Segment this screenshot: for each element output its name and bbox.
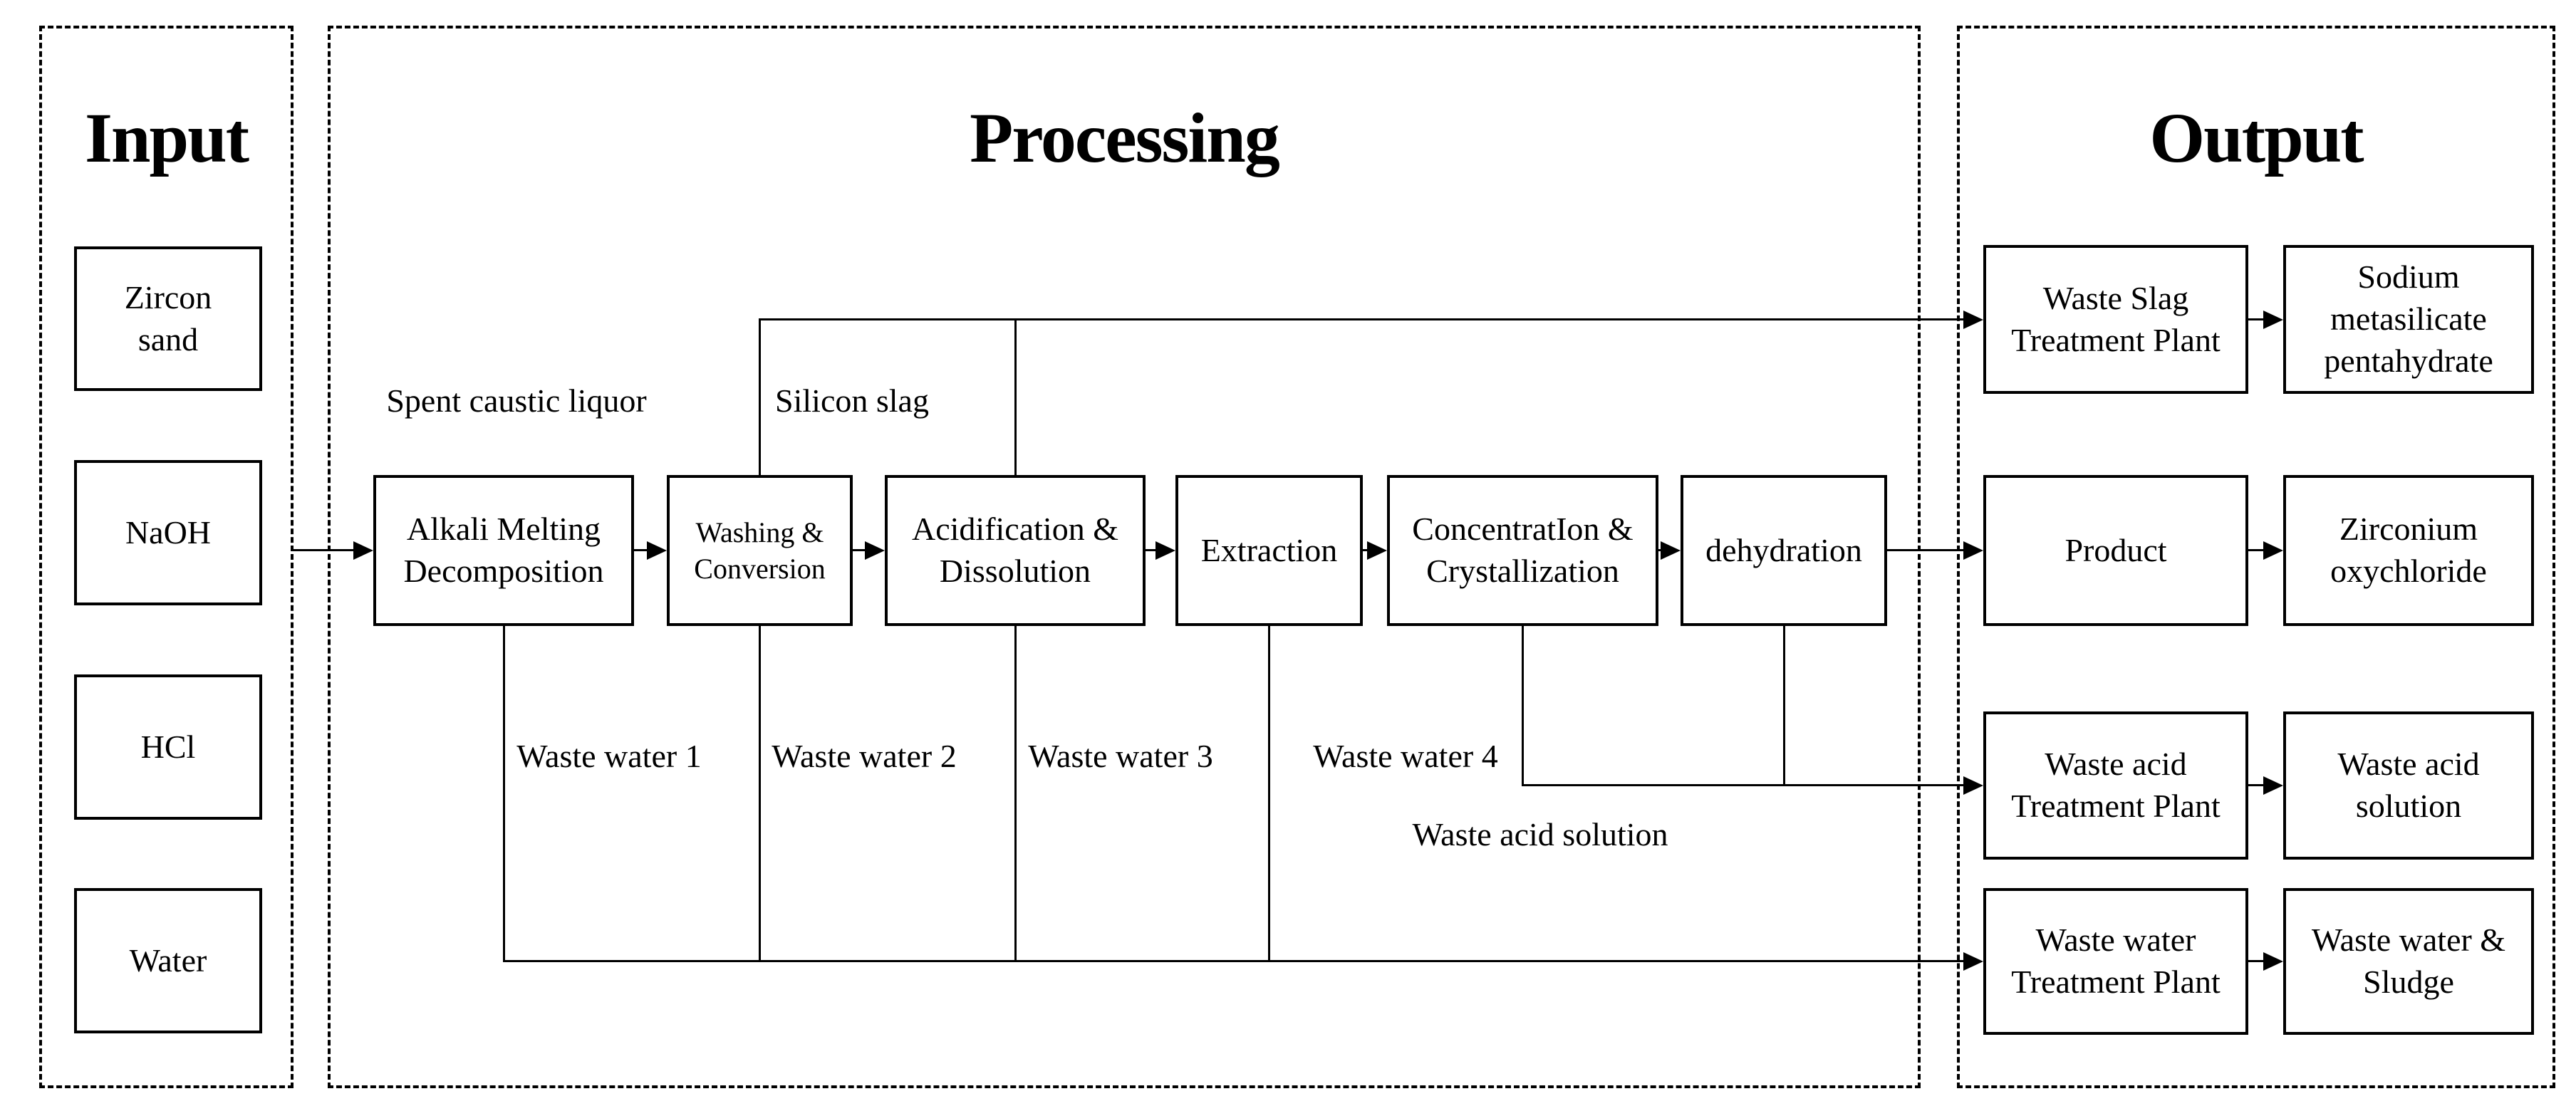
process-node-acidification-dissolution: Acidification & Dissolution: [885, 475, 1146, 626]
input-node-water: Water: [74, 888, 262, 1033]
flow-line-dehydration-to-product: [1887, 549, 1965, 551]
input-node-label: Water: [129, 942, 207, 979]
stream-label-waste-water-4: Waste water 4: [1313, 738, 1498, 774]
flow-line-input-feed: [292, 549, 355, 551]
flow-line-extraction-to-concentration: [1363, 549, 1368, 551]
output-section: Output: [1957, 26, 2555, 1088]
flow-line-washing-to-acidification: [853, 549, 867, 551]
arrowhead-product-to-result: [2263, 541, 2283, 560]
flow-line-acidification-slag-riser: [1014, 318, 1017, 475]
process-node-concentration-crystallization: ConcentratIon & Crystallization: [1387, 475, 1658, 626]
stream-label-spent-caustic-liquor: Spent caustic liquor: [386, 382, 647, 419]
flow-line-product-to-result: [2248, 549, 2264, 551]
output-node-label: Product: [2065, 531, 2167, 568]
arrowhead-slag-plant-to-result: [2263, 311, 2283, 329]
output-node-waste-water-treatment-plant: Waste water Treatment Plant: [1983, 888, 2248, 1035]
output-node-label: Waste water & Sludge: [2311, 922, 2506, 1000]
flow-line-alkali-water-drop: [503, 626, 505, 962]
output-node-label: Waste acid solution: [2337, 746, 2480, 824]
stream-label-waste-acid-solution: Waste acid solution: [1412, 816, 1668, 852]
arrowhead-washing-to-acidification: [865, 541, 885, 560]
flow-line-washing-water-drop: [759, 626, 761, 962]
input-node-naoh: NaOH: [74, 460, 262, 605]
output-node-waste-acid-solution: Waste acid solution: [2283, 711, 2534, 860]
flow-line-acid-plant-to-result: [2248, 784, 2264, 786]
process-node-label: Washing & Conversion: [694, 516, 826, 585]
stream-label-waste-water-3: Waste water 3: [1028, 738, 1213, 774]
stream-label-silicon-slag: Silicon slag: [775, 382, 929, 419]
input-node-label: HCl: [140, 728, 196, 765]
flow-line-concentration-acid-drop: [1522, 626, 1524, 786]
flow-line-slag-to-waste-slag-plant: [759, 318, 1964, 320]
arrowhead-acidification-to-extraction: [1155, 541, 1175, 560]
arrowhead-acid-to-waste-acid-plant: [1963, 776, 1983, 795]
input-node-zircon-sand: Zircon sand: [74, 246, 262, 391]
arrowhead-extraction-to-concentration: [1367, 541, 1387, 560]
output-node-waste-slag-treatment-plant: Waste Slag Treatment Plant: [1983, 245, 2248, 394]
process-node-alkali-melting-decomposition: Alkali Melting Decomposition: [373, 475, 634, 626]
input-section: Input: [39, 26, 294, 1088]
stream-label-waste-water-2: Waste water 2: [772, 738, 957, 774]
output-node-label: Waste Slag Treatment Plant: [2011, 279, 2221, 358]
process-node-label: Acidification & Dissolution: [912, 511, 1118, 589]
arrowhead-concentration-to-dehydration: [1661, 541, 1681, 560]
flow-line-concentration-to-dehydration: [1658, 549, 1662, 551]
process-node-label: dehydration: [1705, 531, 1862, 568]
process-node-label: ConcentratIon & Crystallization: [1412, 511, 1634, 589]
output-section-title: Output: [2149, 98, 2364, 177]
flow-line-acid-to-waste-acid-plant: [1522, 784, 1964, 786]
input-node-label: NaOH: [125, 513, 212, 551]
flow-line-water-to-waste-water-plant: [503, 960, 1964, 962]
process-node-label: Extraction: [1200, 531, 1338, 568]
arrowhead-input-feed: [353, 541, 373, 560]
output-node-product: Product: [1983, 475, 2248, 626]
flow-line-slag-plant-to-result: [2248, 318, 2264, 320]
output-node-sodium-metasilicate-pentahydrate: Sodium metasilicate pentahydrate: [2283, 245, 2534, 394]
flow-line-extraction-water-drop: [1268, 626, 1270, 962]
arrowhead-water-plant-to-result: [2263, 952, 2283, 971]
input-node-hcl: HCl: [74, 674, 262, 820]
flow-line-acidification-water-drop: [1014, 626, 1017, 962]
processing-section: Processing: [328, 26, 1921, 1088]
process-node-dehydration: dehydration: [1681, 475, 1887, 626]
input-node-label: Zircon sand: [124, 278, 212, 358]
output-node-label: Sodium metasilicate pentahydrate: [2324, 259, 2493, 379]
flow-line-acidification-to-extraction: [1146, 549, 1157, 551]
flow-line-washing-slag-riser: [759, 318, 761, 475]
arrowhead-slag-to-waste-slag-plant: [1963, 311, 1983, 329]
flow-line-water-plant-to-result: [2248, 960, 2264, 962]
arrowhead-alkali-to-washing: [647, 541, 667, 560]
processing-section-title: Processing: [970, 98, 1280, 177]
output-node-waste-acid-treatment-plant: Waste acid Treatment Plant: [1983, 711, 2248, 860]
output-node-label: Waste acid Treatment Plant: [2011, 746, 2221, 824]
stream-label-waste-water-1: Waste water 1: [516, 738, 702, 774]
process-node-extraction: Extraction: [1175, 475, 1363, 626]
process-node-label: Alkali Melting Decomposition: [403, 511, 604, 589]
flow-line-dehydration-acid-drop: [1783, 626, 1785, 786]
output-node-zirconium-oxychloride: Zirconium oxychloride: [2283, 475, 2534, 626]
input-section-title: Input: [84, 98, 249, 177]
flow-line-alkali-to-washing: [634, 549, 648, 551]
arrowhead-acid-plant-to-result: [2263, 776, 2283, 795]
output-node-waste-water-sludge: Waste water & Sludge: [2283, 888, 2534, 1035]
arrowhead-water-to-waste-water-plant: [1963, 952, 1983, 971]
arrowhead-dehydration-to-product: [1963, 541, 1983, 560]
output-node-label: Zirconium oxychloride: [2330, 511, 2487, 589]
output-node-label: Waste water Treatment Plant: [2011, 922, 2221, 1000]
process-node-washing-conversion: Washing & Conversion: [667, 475, 853, 626]
